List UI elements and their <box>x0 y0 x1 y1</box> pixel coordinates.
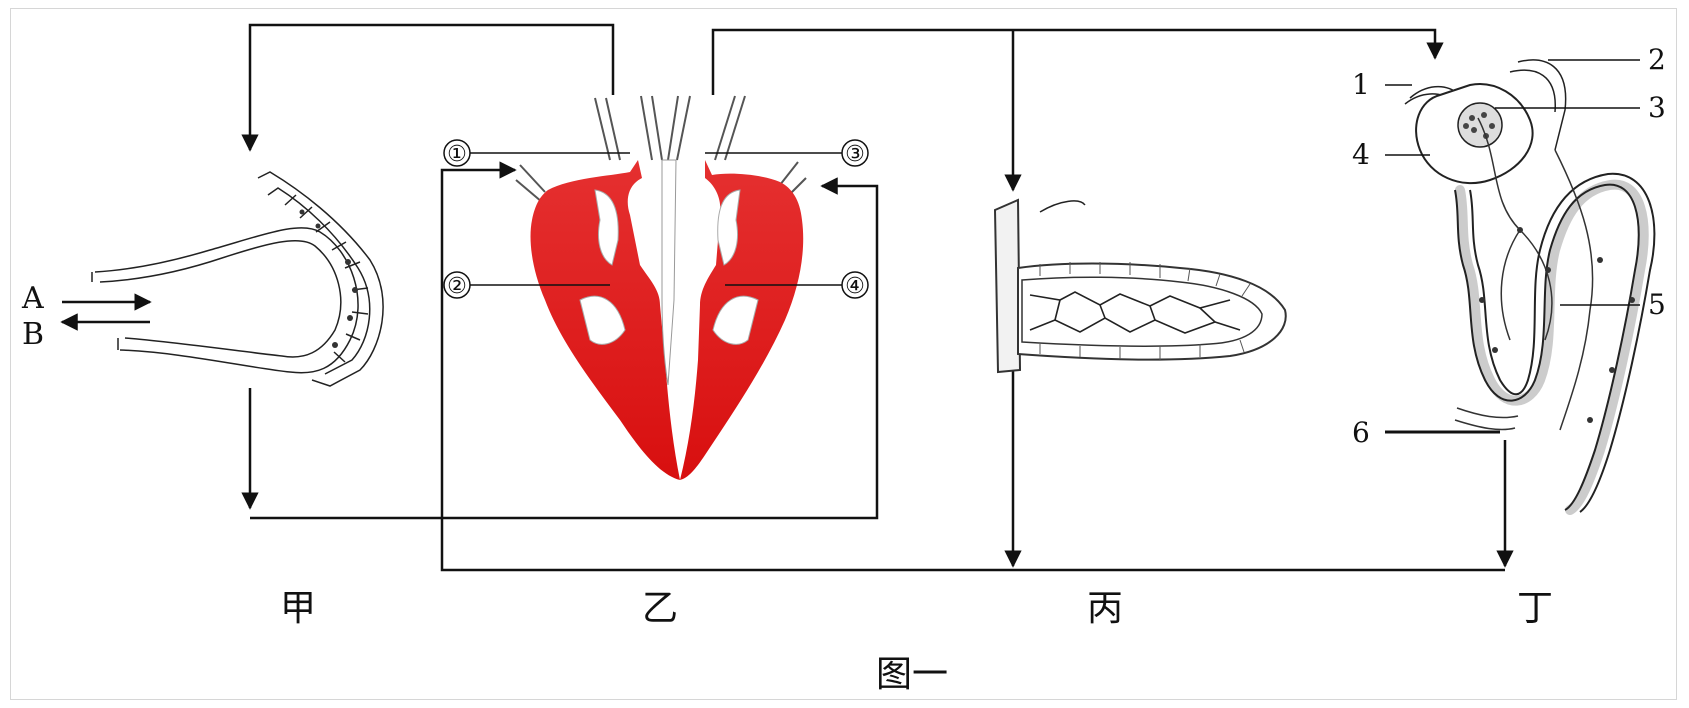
caption-ding: 丁 <box>1517 588 1553 629</box>
heart-label-1: ① <box>444 140 470 167</box>
nephron-label-4: 4 <box>1352 138 1370 171</box>
svg-text:④: ④ <box>845 274 865 299</box>
nephron-label-5: 5 <box>1648 288 1666 321</box>
figure-caption: 图一 <box>876 654 948 695</box>
nephron-label-1: 1 <box>1352 68 1370 101</box>
nephron-label-2: 2 <box>1648 43 1666 76</box>
label-B: B <box>22 317 44 352</box>
air-flow-arrows: A B <box>21 281 150 352</box>
villus-bing <box>995 200 1286 372</box>
caption-yi: 乙 <box>642 588 678 629</box>
circulation-arrows <box>250 25 1505 570</box>
nephron-ding: 1 2 3 4 5 6 <box>1352 43 1666 512</box>
heart-label-3: ③ <box>842 140 868 167</box>
nephron-label-3: 3 <box>1648 91 1666 124</box>
svg-text:②: ② <box>447 274 467 299</box>
heart-label-4: ④ <box>842 272 868 299</box>
label-A: A <box>21 281 44 316</box>
svg-text:①: ① <box>447 142 467 167</box>
nephron-label-6: 6 <box>1352 416 1370 449</box>
heart-label-2: ② <box>444 272 470 299</box>
heart-yi: ① ③ ② ④ <box>444 96 868 480</box>
lung-structure-jia <box>92 172 383 386</box>
caption-bing: 丙 <box>1087 588 1123 629</box>
svg-text:③: ③ <box>845 142 865 167</box>
caption-jia: 甲 <box>280 588 316 629</box>
